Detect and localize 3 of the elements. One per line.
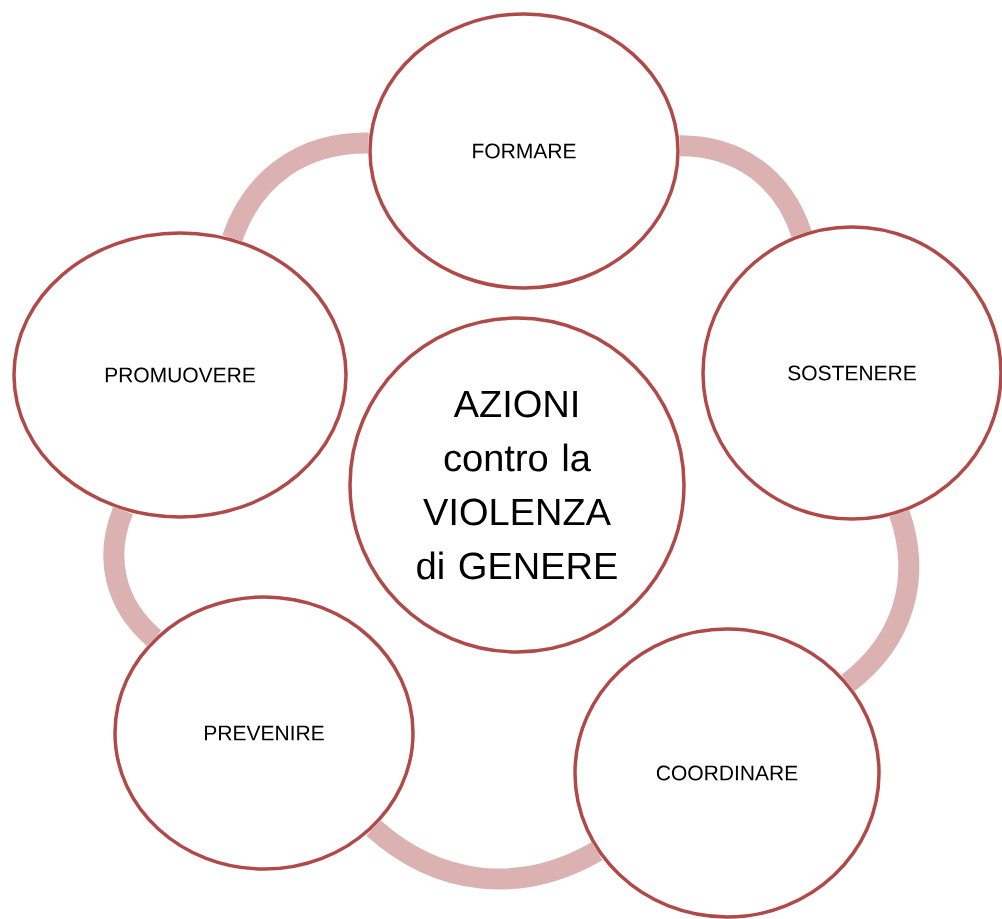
ring-segment [366, 819, 603, 890]
ring-segment [222, 132, 369, 243]
ring-segment [841, 510, 920, 692]
